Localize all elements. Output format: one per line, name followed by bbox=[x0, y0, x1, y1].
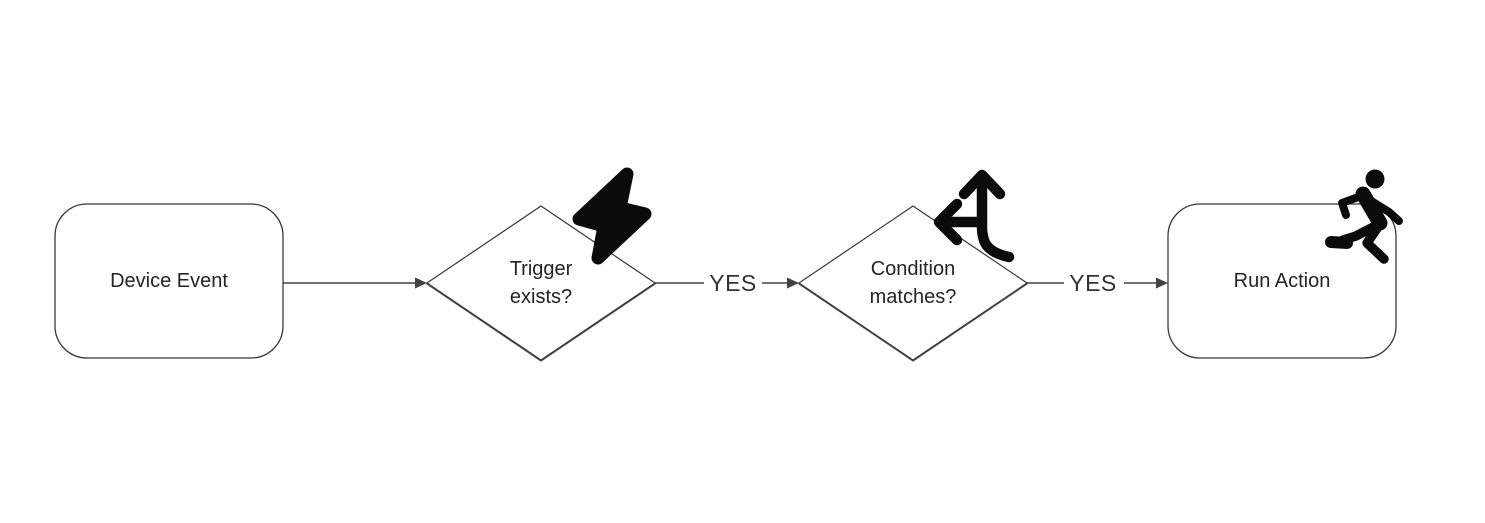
lightning-bolt-icon bbox=[572, 167, 652, 265]
arrowhead-icon bbox=[1156, 277, 1168, 289]
edge-condition-to-run-action bbox=[1027, 277, 1168, 289]
arrowhead-icon bbox=[787, 277, 799, 289]
node-run-action bbox=[1167, 203, 1397, 359]
running-person-icon bbox=[1325, 169, 1403, 264]
edge-device-event-to-trigger bbox=[283, 277, 427, 289]
arrowhead-icon bbox=[415, 277, 427, 289]
node-device-event bbox=[54, 203, 284, 359]
edge-trigger-to-condition bbox=[655, 277, 799, 289]
split-directions-icon bbox=[933, 169, 1015, 263]
node-condition-matches bbox=[797, 205, 1029, 361]
